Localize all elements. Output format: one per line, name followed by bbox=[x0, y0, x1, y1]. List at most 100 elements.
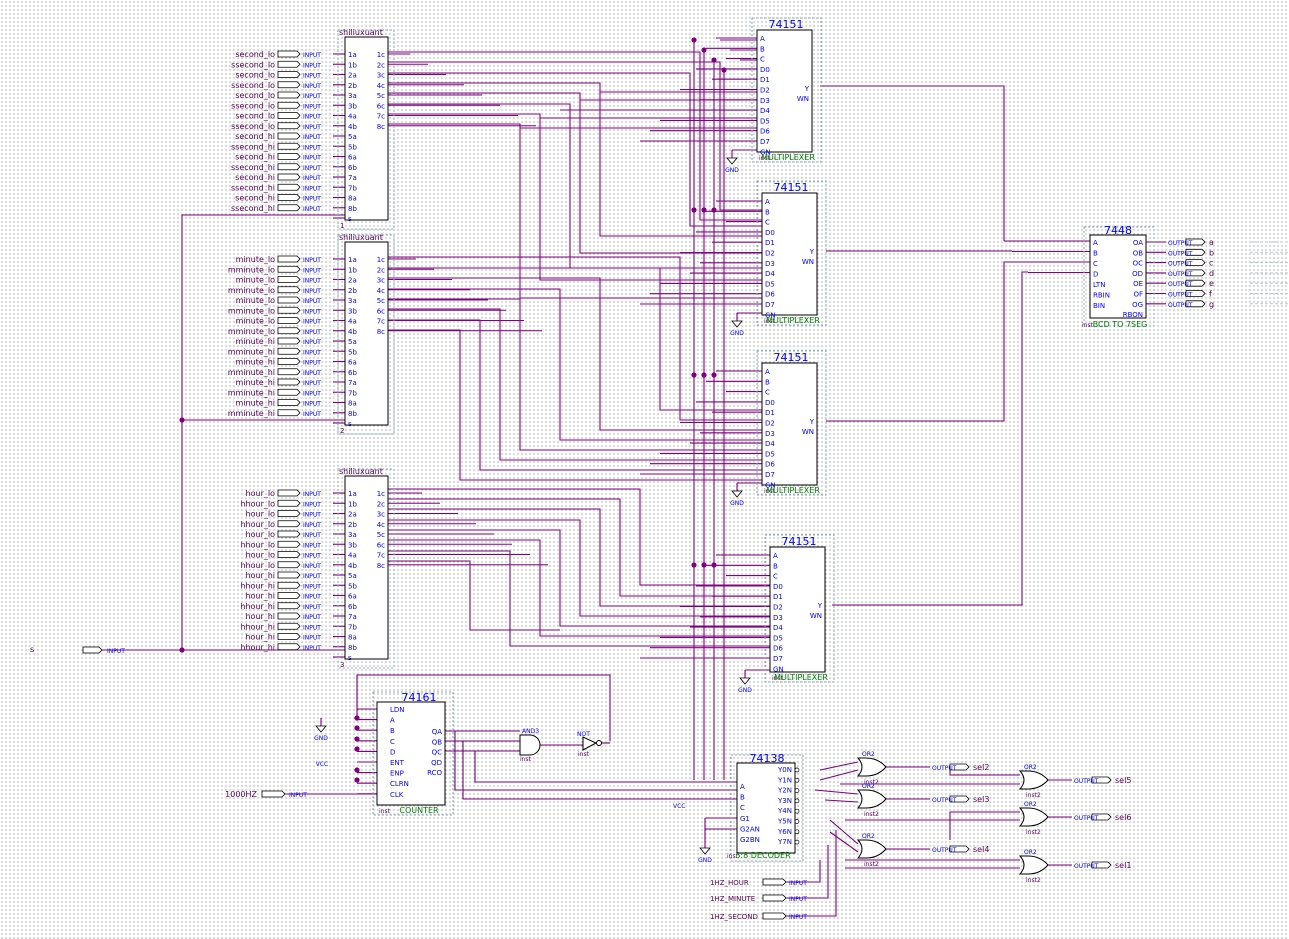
junction-dot bbox=[721, 67, 727, 73]
wire bbox=[814, 789, 859, 795]
mux-pin: GN bbox=[765, 311, 776, 319]
input-marker: INPUT bbox=[303, 278, 321, 285]
input-pin bbox=[277, 142, 301, 150]
junction-dot bbox=[691, 207, 697, 213]
input-marker: INPUT bbox=[303, 360, 321, 367]
selector-pin: 8a bbox=[348, 195, 357, 203]
ground-symbol bbox=[699, 847, 711, 855]
bcd-pin: RBON bbox=[1123, 311, 1143, 319]
not-bubble bbox=[596, 740, 602, 746]
input-pin-label: hhour_hi bbox=[240, 622, 275, 631]
output-pin-label: d bbox=[1209, 269, 1214, 278]
input-pin bbox=[277, 510, 301, 517]
mux-title: 74151 bbox=[774, 181, 809, 194]
decoder-pin: C bbox=[740, 804, 745, 812]
output-pin-label: sel4 bbox=[973, 845, 989, 854]
junction-dot bbox=[711, 372, 717, 378]
mux-pin: A bbox=[773, 552, 778, 560]
wire bbox=[388, 288, 762, 441]
wire bbox=[949, 811, 1020, 840]
counter-pin: CLK bbox=[390, 791, 404, 799]
mux-instance: inst bbox=[759, 155, 771, 162]
mux-pin: D2 bbox=[760, 87, 770, 95]
input-pin-label: hhour_lo bbox=[240, 520, 275, 529]
selector-pin: 6c bbox=[377, 102, 385, 110]
selector-pin: 5c bbox=[377, 297, 385, 305]
selector-pin: 8c bbox=[377, 562, 385, 570]
output-pin bbox=[1185, 269, 1206, 277]
input-pin-label: mminute_lo bbox=[228, 265, 275, 274]
bcd-pin: B bbox=[1093, 250, 1098, 258]
selector-pin: 1c bbox=[377, 490, 385, 498]
input-pin bbox=[277, 163, 301, 171]
selector-pin: 6a bbox=[348, 359, 357, 367]
junction-dot bbox=[354, 746, 360, 752]
input-marker: INPUT bbox=[303, 298, 321, 305]
input-pin bbox=[277, 255, 301, 263]
mux-instance: inst bbox=[764, 488, 776, 495]
bcd-pin: OD bbox=[1132, 270, 1143, 278]
or-label: OR2 bbox=[862, 783, 875, 790]
mux-pin: D7 bbox=[765, 471, 775, 479]
input-marker: INPUT bbox=[303, 175, 321, 182]
mux-pin: C bbox=[773, 573, 778, 581]
output-marker: OUTPUT bbox=[932, 847, 957, 854]
wire bbox=[786, 860, 821, 883]
wire bbox=[454, 731, 740, 791]
input-pin bbox=[277, 622, 301, 630]
output-pin-label: a bbox=[1209, 238, 1214, 247]
mux-name: MULTIPLEXER bbox=[766, 486, 820, 495]
output-pin-label: b bbox=[1209, 248, 1214, 257]
selector-pin: 2a bbox=[348, 277, 357, 285]
wire bbox=[829, 819, 859, 845]
selector-pin: 1c bbox=[377, 256, 385, 264]
mux-pin: D0 bbox=[765, 229, 775, 237]
output-marker: OUTPUT bbox=[1168, 302, 1193, 309]
selector-pin: 2c bbox=[377, 500, 385, 508]
input-pin-label: second_lo bbox=[235, 91, 275, 100]
bcd-block bbox=[1089, 234, 1147, 319]
junction-dot bbox=[354, 767, 360, 773]
input-marker: INPUT bbox=[303, 329, 321, 336]
input-marker: INPUT bbox=[303, 52, 321, 59]
selector-pin: 6c bbox=[377, 541, 385, 549]
input-marker: INPUT bbox=[303, 339, 321, 346]
selector-block bbox=[344, 36, 389, 221]
output-marker: OUTPUT bbox=[1168, 292, 1193, 299]
selector-pin: 4b bbox=[348, 328, 357, 336]
mux-pin: B bbox=[760, 45, 765, 53]
bcd-pin: OB bbox=[1133, 249, 1144, 257]
input-marker: INPUT bbox=[303, 257, 321, 264]
wire bbox=[383, 508, 770, 607]
decoder-pin: A bbox=[740, 783, 745, 791]
output-pin-label: g bbox=[1209, 300, 1214, 309]
counter-pin: QB bbox=[432, 738, 443, 746]
input-pin bbox=[277, 71, 301, 78]
mux-pin: WN bbox=[802, 428, 814, 436]
input-pin bbox=[277, 530, 301, 538]
wire bbox=[181, 214, 345, 650]
counter-name: COUNTER bbox=[399, 806, 439, 815]
output-pin-label: sel2 bbox=[973, 763, 989, 772]
vcc-label: VCC bbox=[673, 803, 685, 810]
input-pin-label: minute_lo bbox=[236, 296, 275, 305]
input-marker: INPUT bbox=[303, 206, 321, 213]
input-pin-label: ssecond_lo bbox=[231, 101, 275, 110]
input-pin-label: ssecond_hi bbox=[231, 183, 275, 192]
input-pin bbox=[277, 50, 301, 58]
input-marker: INPUT bbox=[303, 532, 321, 539]
not-gate bbox=[582, 736, 598, 751]
input-pin bbox=[277, 183, 301, 191]
bcd-pin: OF bbox=[1133, 291, 1143, 299]
hz-input-label: 1HZ_SECOND bbox=[710, 913, 758, 921]
mux-name: MULTIPLEXER bbox=[766, 316, 820, 325]
mux-pin: D5 bbox=[760, 117, 770, 125]
decoder-pin: Y5N bbox=[777, 818, 792, 826]
input-pin-label: second_hi bbox=[235, 132, 275, 141]
mux-pin: D0 bbox=[765, 399, 775, 407]
or-gate bbox=[1018, 807, 1049, 827]
mux-block bbox=[756, 29, 813, 153]
selector-title: shiliuxuant bbox=[339, 233, 383, 242]
wire bbox=[388, 308, 762, 461]
mux-pin: D6 bbox=[765, 461, 775, 469]
